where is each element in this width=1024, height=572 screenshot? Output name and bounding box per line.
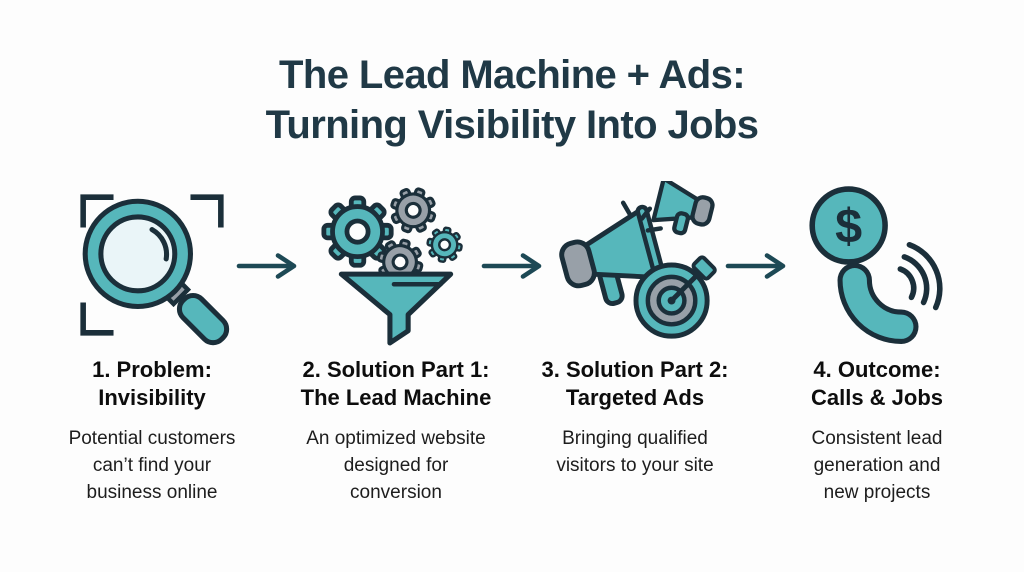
megaphones-target-icon [559, 181, 717, 339]
step-heading: 2. Solution Part 1: The Lead Machine [300, 357, 492, 410]
page-title: The Lead Machine + Ads: Turning Visibili… [0, 50, 1024, 150]
phone-dollar-coin-icon: $ [809, 186, 943, 344]
flow-arrow-icon [725, 253, 786, 279]
magnifying-glass-scan-icon [80, 194, 230, 346]
step-heading: 3. Solution Part 2: Targeted Ads [541, 357, 729, 410]
gears-funnel-icon [315, 183, 466, 346]
svg-text:$: $ [835, 200, 862, 254]
flow-arrow-icon [236, 253, 297, 279]
step-description: Bringing qualified visitors to your site [556, 428, 714, 476]
step-heading: 1. Problem: Invisibility [92, 357, 212, 410]
step-problem-invisibility: 1. Problem: Invisibility Potential custo… [24, 180, 280, 506]
page-title-line-1: The Lead Machine + Ads: [279, 53, 746, 97]
step-heading: 4. Outcome: Calls & Jobs [810, 357, 944, 410]
step-outcome-calls-jobs: $ 4. Outcome: Calls & Jobs Consistent le… [749, 180, 1005, 506]
step-description: Consistent lead generation and new proje… [811, 428, 943, 503]
step-description: An optimized website designed for conver… [306, 428, 486, 503]
page-title-line-2: Turning Visibility Into Jobs [265, 103, 759, 147]
step-solution-lead-machine: 2. Solution Part 1: The Lead Machine An … [268, 180, 524, 506]
step-solution-targeted-ads: 3. Solution Part 2: Targeted Ads Bringin… [507, 180, 763, 479]
step-description: Potential customers can’t find your busi… [68, 428, 236, 503]
flow-arrow-icon [481, 253, 542, 279]
